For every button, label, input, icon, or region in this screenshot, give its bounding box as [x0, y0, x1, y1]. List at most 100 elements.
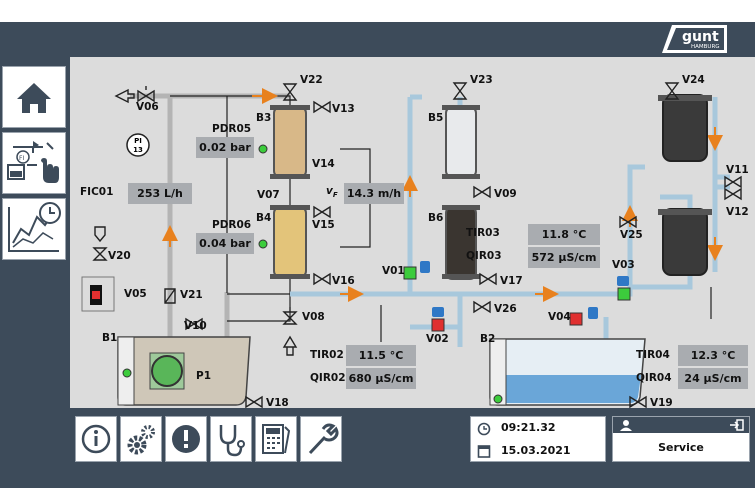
nav-process-button[interactable]: FI	[2, 132, 66, 194]
pdr06-label: PDR06	[212, 219, 252, 231]
motor-valve-V03[interactable]	[617, 276, 631, 301]
valve-label: V14	[312, 158, 335, 170]
solenoid-valve-V05[interactable]	[81, 276, 115, 312]
tank-label: B1	[102, 332, 118, 344]
tir03-value: 11.8 °C	[528, 224, 600, 245]
valve-label: V11	[726, 164, 749, 176]
info-button[interactable]	[75, 416, 117, 462]
tir03-label: TIR03	[466, 227, 500, 239]
svg-text:gunt: gunt	[682, 29, 719, 45]
pump-label: P1	[196, 370, 212, 382]
tank-label: B6	[428, 212, 444, 224]
valve-label: V09	[494, 188, 517, 200]
tank-label: B4	[256, 212, 272, 224]
valve-label: V23	[470, 74, 493, 86]
date-readout: 15.03.2021	[501, 444, 571, 457]
qir04-value: 24 μS/cm	[678, 368, 748, 389]
valve-label: V26	[494, 303, 517, 315]
datetime-panel: 09:21.32 15.03.2021	[470, 416, 606, 462]
qir03-label: QIR03	[466, 250, 502, 262]
svg-text:PI: PI	[134, 137, 142, 145]
tir02-label: TIR02	[310, 349, 344, 361]
activated-carbon-cartridge-2	[658, 208, 712, 276]
svg-text:FI: FI	[19, 155, 24, 162]
pdr05-label: PDR05	[212, 123, 252, 135]
info-icon	[81, 424, 111, 454]
valve-label: V03	[612, 259, 635, 271]
valve-label: V24	[682, 74, 705, 86]
gunt-logo: gunt HAMBURG	[662, 25, 727, 53]
pdr05-value: 0.02 bar	[196, 137, 254, 158]
qir03-value: 572 μS/cm	[528, 247, 600, 268]
user-name: Service	[658, 441, 704, 454]
nav-trend-button[interactable]	[2, 198, 66, 260]
valve-label: V16	[332, 275, 355, 287]
tank-label: B5	[428, 112, 444, 124]
settings-button[interactable]	[120, 416, 162, 462]
valve-label: V10	[184, 320, 207, 332]
wrench-icon	[308, 423, 339, 455]
diagnostics-button[interactable]	[210, 416, 252, 462]
nav-home-button[interactable]	[2, 66, 66, 128]
user-icon	[620, 420, 632, 431]
valve-label: V19	[650, 397, 673, 409]
valve-label: V02	[426, 333, 449, 345]
valve-label: V04	[548, 311, 571, 323]
valve-label: V06	[136, 101, 159, 113]
valve-label: V22	[300, 74, 323, 86]
motor-valve-V02[interactable]	[431, 307, 445, 332]
tank-B4	[270, 205, 310, 279]
qir04-label: QIR04	[636, 372, 672, 384]
trend-chart-icon	[8, 202, 61, 252]
home-icon	[17, 83, 51, 113]
valve-label: V01	[382, 265, 405, 277]
valve-label: V12	[726, 206, 749, 218]
valve-label: V05	[124, 288, 147, 300]
process-schematic-icon: FI	[7, 141, 59, 183]
header-strip	[0, 22, 755, 57]
tank-B6	[442, 205, 480, 280]
valve-label: V21	[180, 289, 203, 301]
pressure-indicator	[126, 133, 150, 157]
tir04-value: 12.3 °C	[678, 345, 748, 366]
motor-valve-V04[interactable]	[569, 307, 598, 326]
qir02-label: QIR02	[310, 372, 346, 384]
valve-label: V07	[257, 189, 280, 201]
tir02-value: 11.5 °C	[346, 345, 416, 366]
calculation-button[interactable]	[255, 416, 297, 462]
title-bar: gunt HAMBURG	[0, 0, 755, 57]
calendar-icon	[477, 445, 491, 458]
stethoscope-icon	[219, 425, 245, 457]
svg-text:13: 13	[133, 146, 143, 154]
pipe-gray	[130, 93, 290, 357]
process-diagram-area: PI 13	[70, 57, 755, 409]
alarm-button[interactable]	[165, 416, 207, 462]
bottom-toolbar: 09:21.32 15.03.2021 Service	[70, 408, 755, 488]
fic01-value[interactable]: 253 L/h	[128, 183, 192, 204]
tank-B5	[442, 105, 480, 179]
valve-label: V25	[620, 229, 643, 241]
calculator-icon	[262, 424, 291, 454]
status-lamp	[258, 239, 268, 249]
user-panel[interactable]: Service	[612, 416, 750, 462]
alert-icon	[172, 425, 200, 453]
tir04-label: TIR04	[636, 349, 670, 361]
logout-icon[interactable]	[729, 418, 745, 432]
activated-carbon-cartridge-1	[658, 94, 712, 162]
time-readout: 09:21.32	[501, 421, 556, 434]
sidebar: FI	[0, 57, 70, 488]
status-lamp	[258, 144, 268, 154]
svg-text:HAMBURG: HAMBURG	[691, 44, 720, 50]
tank-label: B2	[480, 333, 496, 345]
service-tools-button[interactable]	[300, 416, 342, 462]
tank-B2	[489, 338, 646, 406]
tank-B1	[117, 336, 251, 406]
clock-icon	[477, 422, 491, 436]
vf-label: vF	[326, 185, 338, 200]
tank-label: B3	[256, 112, 272, 124]
tank-B3	[270, 105, 310, 179]
settings-icon	[127, 425, 155, 455]
valve-label: V17	[500, 275, 523, 287]
fic01-label: FIC01	[80, 186, 114, 198]
motor-valve-V01[interactable]	[403, 261, 430, 280]
